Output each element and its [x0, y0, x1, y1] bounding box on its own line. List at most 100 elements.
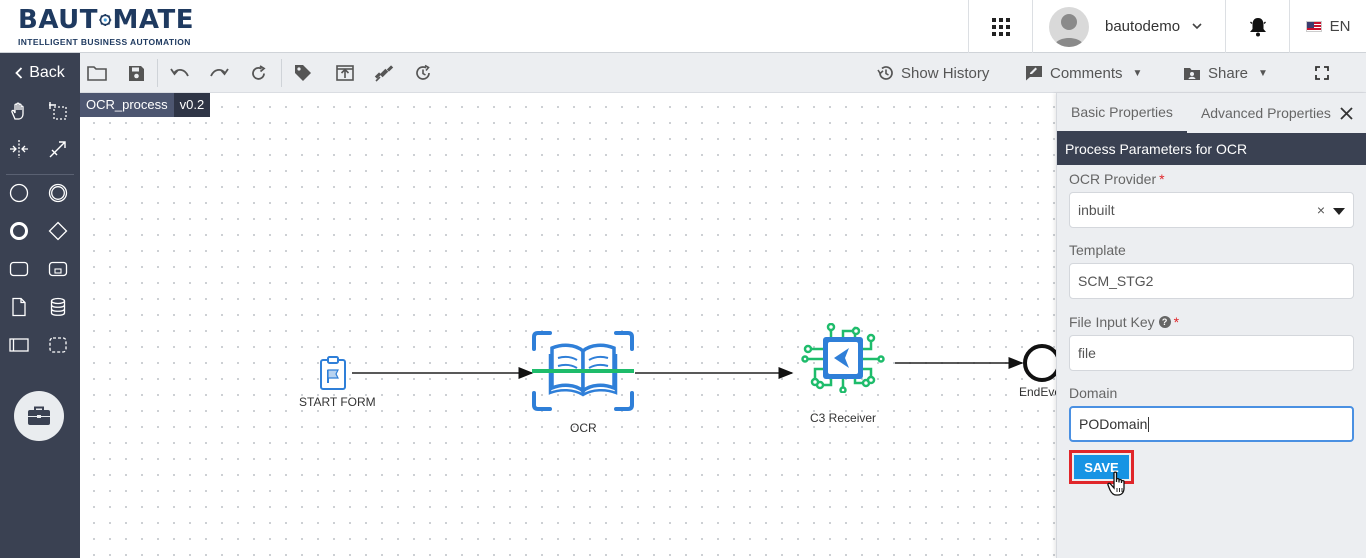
- ocr-provider-label-text: OCR Provider: [1069, 171, 1157, 187]
- notifications-button[interactable]: [1225, 0, 1289, 53]
- space-tool[interactable]: [7, 137, 31, 161]
- required-marker: *: [1173, 314, 1180, 330]
- deploy-button[interactable]: [372, 61, 396, 85]
- comments-label: Comments: [1050, 64, 1123, 82]
- gateway-tool[interactable]: [46, 219, 70, 243]
- pool-tool[interactable]: [7, 333, 31, 357]
- end-event-tool[interactable]: [7, 219, 31, 243]
- process-canvas[interactable]: OCR_process v0.2 START FORM OCR: [80, 93, 1056, 558]
- palette-divider: [6, 174, 74, 175]
- data-store-tool[interactable]: [46, 295, 70, 319]
- user-name: bautodemo: [1105, 18, 1181, 35]
- tag-button[interactable]: [291, 61, 315, 85]
- comments-button[interactable]: Comments ▼: [1025, 53, 1142, 93]
- share-icon: [1184, 67, 1200, 80]
- bautomate-logo[interactable]: BAUT MATE INTELLIGENT BUSINESS AUTOMATIO…: [18, 6, 194, 48]
- language-selector[interactable]: EN: [1289, 0, 1366, 53]
- save-button[interactable]: SAVE: [1074, 455, 1129, 479]
- gateway-icon: [48, 221, 68, 241]
- pool-icon: [9, 338, 29, 352]
- subprocess-icon: [48, 261, 68, 277]
- us-flag-icon: [1305, 21, 1322, 32]
- subprocess-tool[interactable]: [46, 257, 70, 281]
- end-event-node[interactable]: [1022, 343, 1056, 383]
- history-icon: [877, 66, 893, 80]
- group-tool[interactable]: [46, 333, 70, 357]
- clear-selection-icon[interactable]: ×: [1316, 202, 1325, 218]
- ocr-provider-label: OCR Provider *: [1069, 171, 1165, 187]
- end-event-label: EndEvent: [1019, 385, 1056, 399]
- back-label: Back: [29, 64, 65, 81]
- tab-advanced-properties[interactable]: Advanced Properties: [1200, 105, 1331, 121]
- satellite-icon: [374, 65, 394, 82]
- folder-icon: [87, 66, 107, 81]
- save-toolbar-button[interactable]: [124, 61, 148, 85]
- process-name: OCR_process: [80, 93, 174, 117]
- required-marker: *: [1159, 171, 1165, 187]
- undo-button[interactable]: [168, 61, 192, 85]
- lasso-select-icon: [49, 102, 67, 120]
- element-palette: [0, 93, 80, 558]
- help-icon[interactable]: ?: [1158, 316, 1171, 328]
- hand-tool[interactable]: [7, 99, 31, 123]
- timer-icon: [416, 64, 430, 80]
- share-button[interactable]: Share ▼: [1183, 53, 1268, 93]
- redo-button[interactable]: [207, 61, 231, 85]
- comment-icon: [1026, 66, 1042, 81]
- toolbox-button[interactable]: [14, 391, 64, 441]
- connect-tool[interactable]: [46, 137, 70, 161]
- close-icon: [1339, 106, 1353, 120]
- refresh-icon: [251, 64, 266, 80]
- data-store-icon: [50, 297, 66, 316]
- caret-down-icon: ▼: [1132, 67, 1143, 79]
- ocr-task-node[interactable]: [532, 331, 634, 413]
- start-event-tool[interactable]: [7, 181, 31, 205]
- ocr-provider-select[interactable]: inbuilt ×: [1069, 192, 1354, 228]
- toolbox-icon: [28, 406, 50, 425]
- text-cursor: [1148, 416, 1150, 432]
- lasso-tool[interactable]: [46, 99, 70, 123]
- sequence-flows: [352, 357, 1024, 379]
- save-highlight: SAVE: [1069, 450, 1134, 484]
- chevron-down-icon: [1192, 23, 1202, 30]
- task-tool[interactable]: [7, 257, 31, 281]
- tab-basic-properties[interactable]: Basic Properties: [1057, 93, 1187, 133]
- properties-panel: Basic Properties Advanced Properties Pro…: [1056, 93, 1366, 558]
- dropdown-arrow-icon[interactable]: [1333, 208, 1345, 215]
- logo-tagline: INTELLIGENT BUSINESS AUTOMATION: [18, 37, 191, 47]
- connect-icon: [49, 141, 66, 158]
- show-history-button[interactable]: Show History: [877, 53, 989, 93]
- file-input-key-input[interactable]: file: [1069, 335, 1354, 371]
- intermediate-event-tool[interactable]: [46, 181, 70, 205]
- apps-grid-button[interactable]: [968, 0, 1032, 53]
- process-tag: OCR_process v0.2: [80, 93, 211, 117]
- space-tool-icon: [10, 140, 28, 158]
- hand-icon: [11, 102, 24, 120]
- timer-button[interactable]: [411, 61, 435, 85]
- data-object-tool[interactable]: [7, 295, 31, 319]
- close-panel-button[interactable]: [1336, 103, 1356, 123]
- start-form-node[interactable]: [318, 355, 348, 391]
- fullscreen-button[interactable]: [1310, 61, 1334, 85]
- publish-button[interactable]: [333, 61, 357, 85]
- redo-icon: [210, 68, 229, 77]
- properties-tabs: Basic Properties Advanced Properties: [1057, 93, 1366, 133]
- logo-text-left: BAUT: [18, 5, 98, 35]
- group-icon: [49, 337, 67, 353]
- ocr-provider-value: inbuilt: [1078, 202, 1115, 218]
- file-input-key-label-text: File Input Key: [1069, 314, 1155, 330]
- user-menu[interactable]: bautodemo: [1032, 0, 1225, 53]
- avatar: [1049, 6, 1089, 47]
- c3-receiver-node[interactable]: [801, 323, 885, 393]
- open-button[interactable]: [85, 61, 109, 85]
- caret-down-icon: ▼: [1258, 67, 1268, 79]
- template-input[interactable]: SCM_STG2: [1069, 263, 1354, 299]
- back-button[interactable]: Back: [0, 53, 80, 93]
- logo-text-right: MATE: [112, 5, 194, 35]
- hand-pointer-cursor-icon: [1107, 471, 1125, 496]
- ocr-task-label: OCR: [570, 421, 597, 435]
- file-input-key-value: file: [1078, 345, 1096, 361]
- domain-input[interactable]: PODomain: [1069, 406, 1354, 442]
- upload-icon: [336, 65, 354, 81]
- refresh-button[interactable]: [246, 61, 270, 85]
